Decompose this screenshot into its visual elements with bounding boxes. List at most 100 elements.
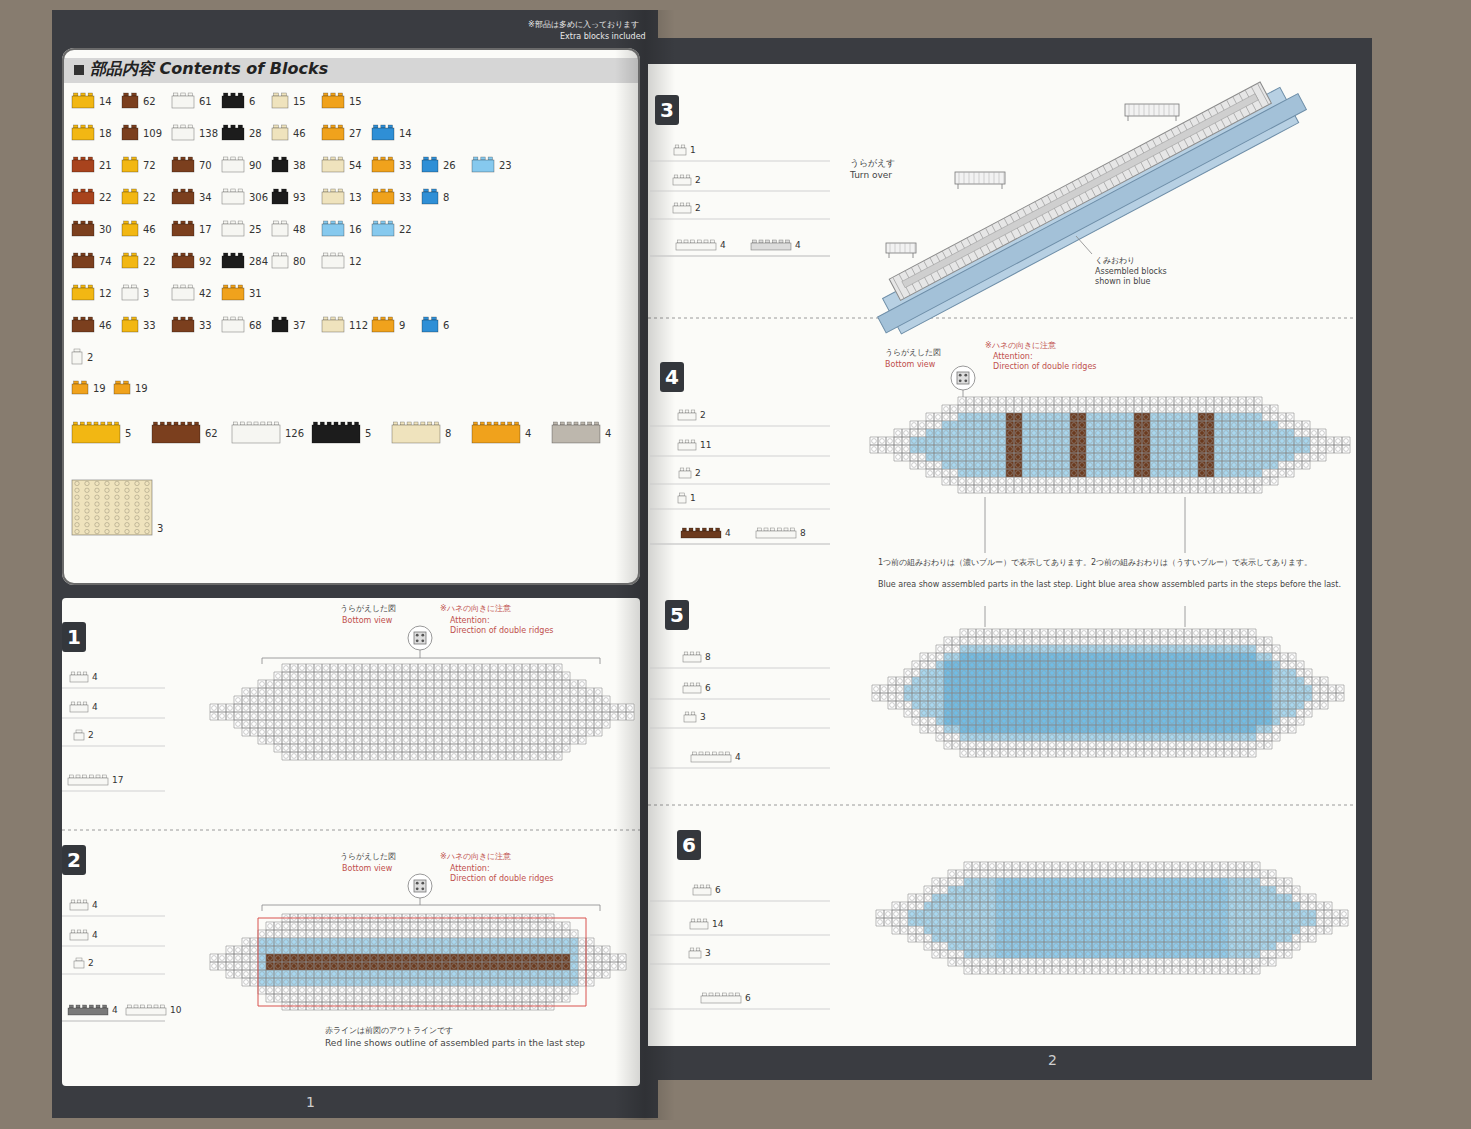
brick-body <box>673 206 691 213</box>
brick-icon <box>690 919 708 929</box>
brick-stud <box>501 422 505 425</box>
brick-stud <box>96 1005 100 1008</box>
brick-stud <box>313 422 317 425</box>
leader-line <box>963 390 964 397</box>
brick-stud <box>681 145 685 148</box>
brick-icon <box>72 317 94 332</box>
brick-stud <box>320 422 324 425</box>
part-count: 6 <box>249 96 255 108</box>
brick-icon <box>701 993 741 1003</box>
brick-stud <box>480 422 484 425</box>
brick-body <box>70 903 88 910</box>
brick-stud <box>132 93 137 96</box>
brick-stud <box>331 157 335 160</box>
brick-icon <box>372 125 394 140</box>
brick-body <box>701 996 741 1003</box>
brick-stud <box>341 422 345 425</box>
part-count: 93 <box>293 192 306 204</box>
part-count: 22 <box>143 256 156 268</box>
coloured-bricks <box>908 878 1316 958</box>
note-text: Direction of double ridges <box>450 626 554 636</box>
brick-stud <box>154 1005 158 1008</box>
drawing <box>416 634 419 637</box>
note-text: Bottom view <box>885 360 935 370</box>
part-count: 8 <box>445 428 451 440</box>
brick-icon <box>172 125 194 140</box>
brick-stud <box>702 993 706 996</box>
brick-stud <box>173 157 177 160</box>
brick-icon <box>222 253 244 268</box>
deck-lines <box>893 83 1269 298</box>
brick-stud <box>141 1005 145 1008</box>
leader-line <box>985 497 986 553</box>
brick-stud <box>73 125 77 128</box>
brick-stud <box>690 948 694 951</box>
step-number: 6 <box>682 830 696 860</box>
brick-stud <box>697 240 701 243</box>
brick-stud <box>233 422 237 425</box>
brick-stud <box>373 157 377 160</box>
brick-stud <box>181 125 185 128</box>
brick-body <box>472 425 520 443</box>
plain-bricks <box>876 862 1348 974</box>
drawing <box>1129 104 1174 116</box>
brick-stud <box>181 221 185 224</box>
brick-icon <box>222 189 244 204</box>
brick-stud <box>323 317 327 320</box>
brick-stud <box>132 317 137 320</box>
brick-icon <box>172 157 194 172</box>
brick-icon <box>172 285 194 300</box>
brick-icon <box>691 752 731 762</box>
brick-body <box>114 384 130 394</box>
part-count: 6 <box>745 993 751 1004</box>
brick-stud <box>231 125 235 128</box>
brick-stud <box>71 672 75 675</box>
brick-stud <box>282 221 287 224</box>
brick-icon <box>683 683 701 693</box>
brick-stud <box>424 189 429 192</box>
part-count: 4 <box>605 428 611 440</box>
brick-icon <box>122 221 138 236</box>
brick-icon <box>68 775 108 785</box>
brick-stud <box>675 145 679 148</box>
brick-stud <box>223 221 227 224</box>
part-count: 62 <box>143 96 156 108</box>
brick-stud <box>373 221 377 224</box>
brick-icon <box>673 175 691 185</box>
brick-stud <box>686 468 690 471</box>
brick-body <box>272 128 288 140</box>
brick-stud <box>132 189 137 192</box>
part-count: 4 <box>112 1005 118 1016</box>
note-text: ※ハネの向きに注意 <box>440 852 511 862</box>
part-list-rule <box>650 964 830 965</box>
brick-body <box>122 224 138 236</box>
part-count: 61 <box>199 96 212 108</box>
brick-stud <box>274 221 279 224</box>
brick-stud <box>685 440 689 443</box>
brick-stud <box>81 93 85 96</box>
part-count: 14 <box>712 919 723 930</box>
plate-icon <box>72 480 152 535</box>
brick-stud <box>786 240 790 243</box>
brick-stud <box>334 422 338 425</box>
brick-icon <box>68 1005 108 1015</box>
brick-icon <box>172 253 194 268</box>
note-text: うらがえす <box>850 158 895 169</box>
brick-stud <box>696 652 700 655</box>
bottom-view-icon <box>408 626 432 650</box>
part-count: 306 <box>249 192 268 204</box>
brick-stud <box>74 349 80 352</box>
note-text: うらがえした図 <box>340 852 396 862</box>
part-list-rule <box>650 256 830 257</box>
part-count: 33 <box>399 160 412 172</box>
brick-body <box>472 160 494 172</box>
brick-stud <box>381 317 385 320</box>
note-text: ※ハネの向きに注意 <box>440 604 511 614</box>
brick-stud <box>691 240 695 243</box>
brick-stud <box>261 422 265 425</box>
brick-stud <box>373 317 377 320</box>
part-list-rule <box>650 509 830 510</box>
part-count: 4 <box>92 672 98 683</box>
brick-stud <box>771 528 775 531</box>
step-number: 2 <box>67 845 81 875</box>
